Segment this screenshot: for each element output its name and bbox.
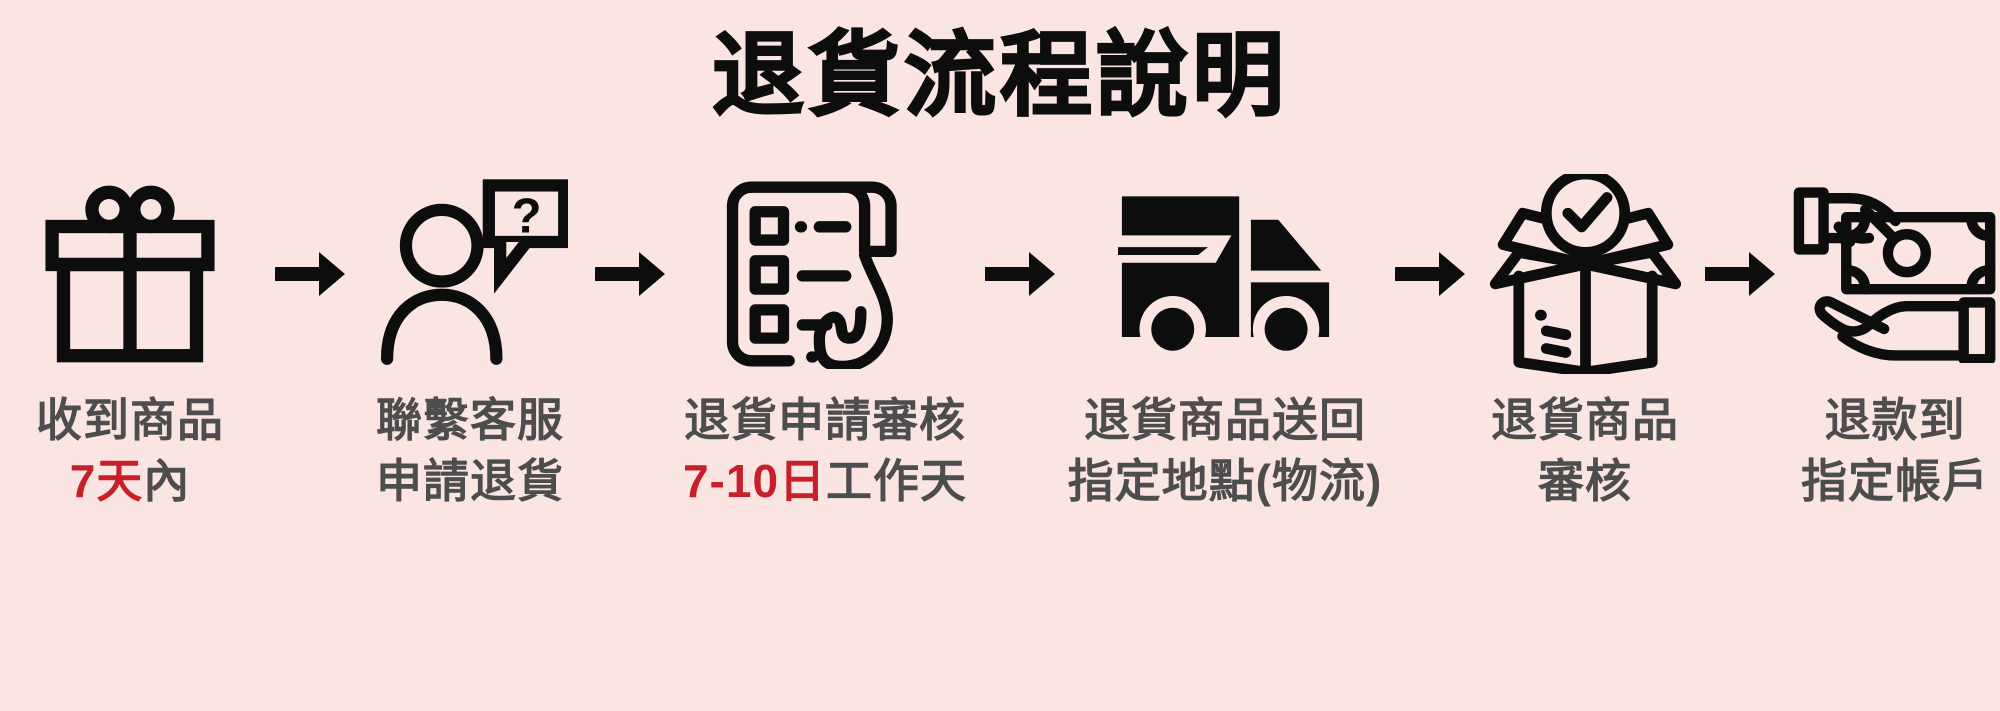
flow-step-2-label: 聯繫客服 申請退貨 [376,390,564,511]
flow-step-4: 退貨商品送回 指定地點(物流) [1065,174,1385,511]
flow-step-2-line2: 申請退貨 [376,451,564,512]
flow-step-4-line2: 指定地點(物流) [1068,451,1383,512]
flow-step-2-line1: 聯繫客服 [376,394,564,446]
flow-step-1-highlight: 7天 [69,454,144,507]
flow-step-3-line1: 退貨申請審核 [683,394,966,446]
flow-step-6-line2: 指定帳戶 [1801,451,1989,512]
hand-money-icon [1793,174,1998,374]
delivery-truck-icon [1117,174,1333,374]
flow-step-4-line2-rest: 指定地點(物流) [1067,454,1383,507]
flow-step-1-line2: 7天內 [36,451,224,512]
flow-step-5-line2-rest: 審核 [1538,454,1632,507]
open-box-check-icon [1483,174,1688,374]
flow-step-3-line2-rest: 工作天 [826,454,968,507]
page-title: 退貨流程說明 [711,25,1288,127]
flow-step-6-line2-rest: 指定帳戶 [1801,454,1989,507]
flow-arrow-5 [1695,174,1785,374]
flow-step-1-line1: 收到商品 [36,394,224,446]
flow-step-6-line1: 退款到 [1824,394,1966,446]
flow-step-1: 收到商品 7天內 [0,174,265,511]
flow-step-1-line2-rest: 內 [143,454,191,507]
flow-step-4-label: 退貨商品送回 指定地點(物流) [1068,390,1383,511]
person-question-bubble-icon: ? [372,174,568,374]
flow-step-2-line2-rest: 申請退貨 [376,454,564,507]
flow-step-3: 退貨申請審核 7-10日工作天 [675,174,975,511]
flow-step-6: 退款到 指定帳戶 [1785,174,2000,511]
flow-step-4-line1: 退貨商品送回 [1083,394,1366,446]
flow-step-2: ? 聯繫客服 申請退貨 [355,174,585,511]
checklist-hand-icon [725,174,925,374]
flow-step-1-label: 收到商品 7天內 [36,390,224,511]
flow-step-3-line2: 7-10日工作天 [683,451,967,512]
flow-arrow-2 [585,174,675,374]
flow-arrow-4 [1385,174,1475,374]
flow-steps-row: 收到商品 7天內 ? 聯繫客服 申請退貨 [0,174,2000,511]
gift-box-icon [35,174,225,374]
flow-step-3-highlight: 7-10日 [682,454,827,507]
flow-arrow-3 [975,174,1065,374]
flow-step-5: 退貨商品 審核 [1475,174,1695,511]
flow-arrow-1 [265,174,355,374]
svg-text:?: ? [512,190,542,244]
flow-step-5-line1: 退貨商品 [1491,394,1679,446]
flow-step-5-label: 退貨商品 審核 [1491,390,1679,511]
flow-step-5-line2: 審核 [1491,451,1679,512]
flow-step-6-label: 退款到 指定帳戶 [1801,390,1989,511]
flow-step-3-label: 退貨申請審核 7-10日工作天 [683,390,967,511]
